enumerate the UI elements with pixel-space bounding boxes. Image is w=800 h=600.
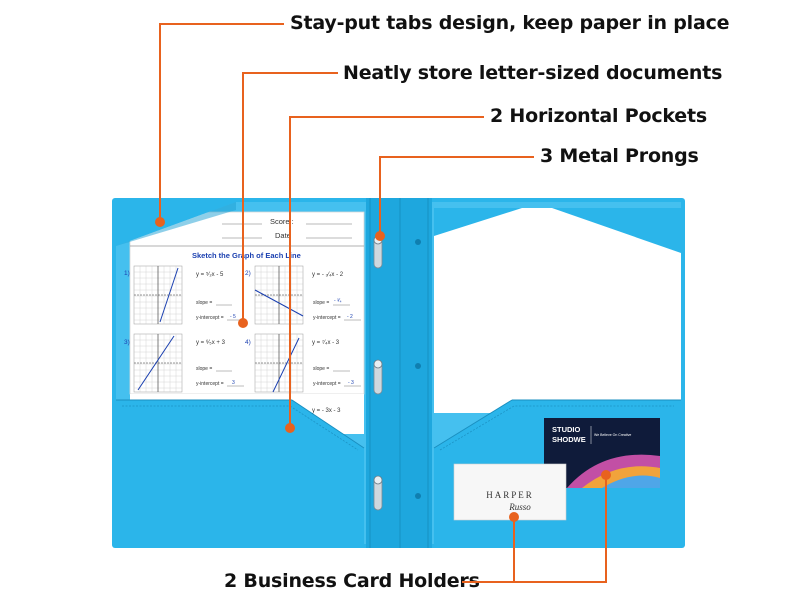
graph-line-4	[272, 337, 300, 393]
studio-card-line2: SHODWE	[552, 435, 586, 444]
graph-grid-3	[133, 333, 183, 393]
graph-line-2	[254, 289, 304, 317]
problem-2-intercept-label: y-intercept =	[313, 315, 341, 321]
problem-3-intercept-label: y-intercept =	[196, 381, 224, 387]
problem-2-num: 2)	[245, 270, 251, 277]
marker-card-holder-right	[601, 470, 611, 480]
score-label: Score :	[270, 217, 294, 226]
callout-prongs: 3 Metal Prongs	[540, 145, 699, 167]
problem-4-intercept-label: y-intercept =	[313, 381, 341, 387]
marker-store	[238, 318, 248, 328]
graph-line-3	[137, 335, 175, 391]
problem-3-eq: y = ⁶⁄₅x + 3	[196, 339, 226, 346]
callout-store: Neatly store letter-sized documents	[343, 62, 723, 84]
marker-card-holder-left	[509, 512, 519, 522]
problem-4-intercept: - 3	[348, 380, 354, 386]
callout-card-holders: 2 Business Card Holders	[224, 570, 480, 592]
problem-5-eq: y = - 3x - 3	[312, 408, 341, 414]
problem-1-intercept: - 5	[230, 314, 236, 320]
harper-card-line1: HARPER	[486, 490, 534, 500]
problem-3-intercept: 3	[232, 380, 235, 386]
problem-2-intercept: - 2	[347, 314, 353, 320]
problem-1-intercept-label: y-intercept =	[196, 315, 224, 321]
graph-line-1	[159, 267, 179, 323]
problem-1-num: 1)	[124, 270, 130, 277]
problem-1-eq: y = ⁵⁄₂x - 5	[196, 271, 224, 278]
left-pocket	[116, 400, 364, 544]
graph-grid-1	[133, 265, 183, 325]
problem-1-slope-label: slope =	[196, 300, 212, 306]
business-card-harper: HARPER Russo	[453, 463, 567, 521]
callout-tabs: Stay-put tabs design, keep paper in plac…	[290, 12, 730, 34]
marker-prongs	[375, 231, 385, 241]
studio-card-line1: STUDIO	[552, 425, 581, 434]
worksheet-title: Sketch the Graph of Each Line	[192, 251, 301, 260]
problem-4-num: 4)	[245, 339, 251, 346]
problem-2-slope-label: slope =	[313, 300, 329, 306]
problem-3-num: 3)	[124, 339, 130, 346]
studio-card-tagline: We Believe On Creative	[594, 433, 631, 437]
harper-card-line2: Russo	[508, 502, 531, 512]
problem-2-eq: y = - ₃⁄₄x - 2	[312, 272, 344, 278]
problem-4-slope-label: slope =	[313, 366, 329, 372]
marker-pockets	[285, 423, 295, 433]
problem-3-slope-label: slope =	[196, 366, 212, 372]
marker-tabs	[155, 217, 165, 227]
date-label: Date	[275, 231, 291, 240]
callout-pockets: 2 Horizontal Pockets	[490, 105, 707, 127]
folder-illustration: Score : Date Sketch the Graph of Each Li…	[112, 198, 685, 548]
problem-2-slope: - ³⁄₄	[334, 298, 342, 304]
problem-4-eq: y = ⁷⁄₄x - 3	[312, 339, 340, 346]
graph-grid-4	[254, 333, 304, 393]
